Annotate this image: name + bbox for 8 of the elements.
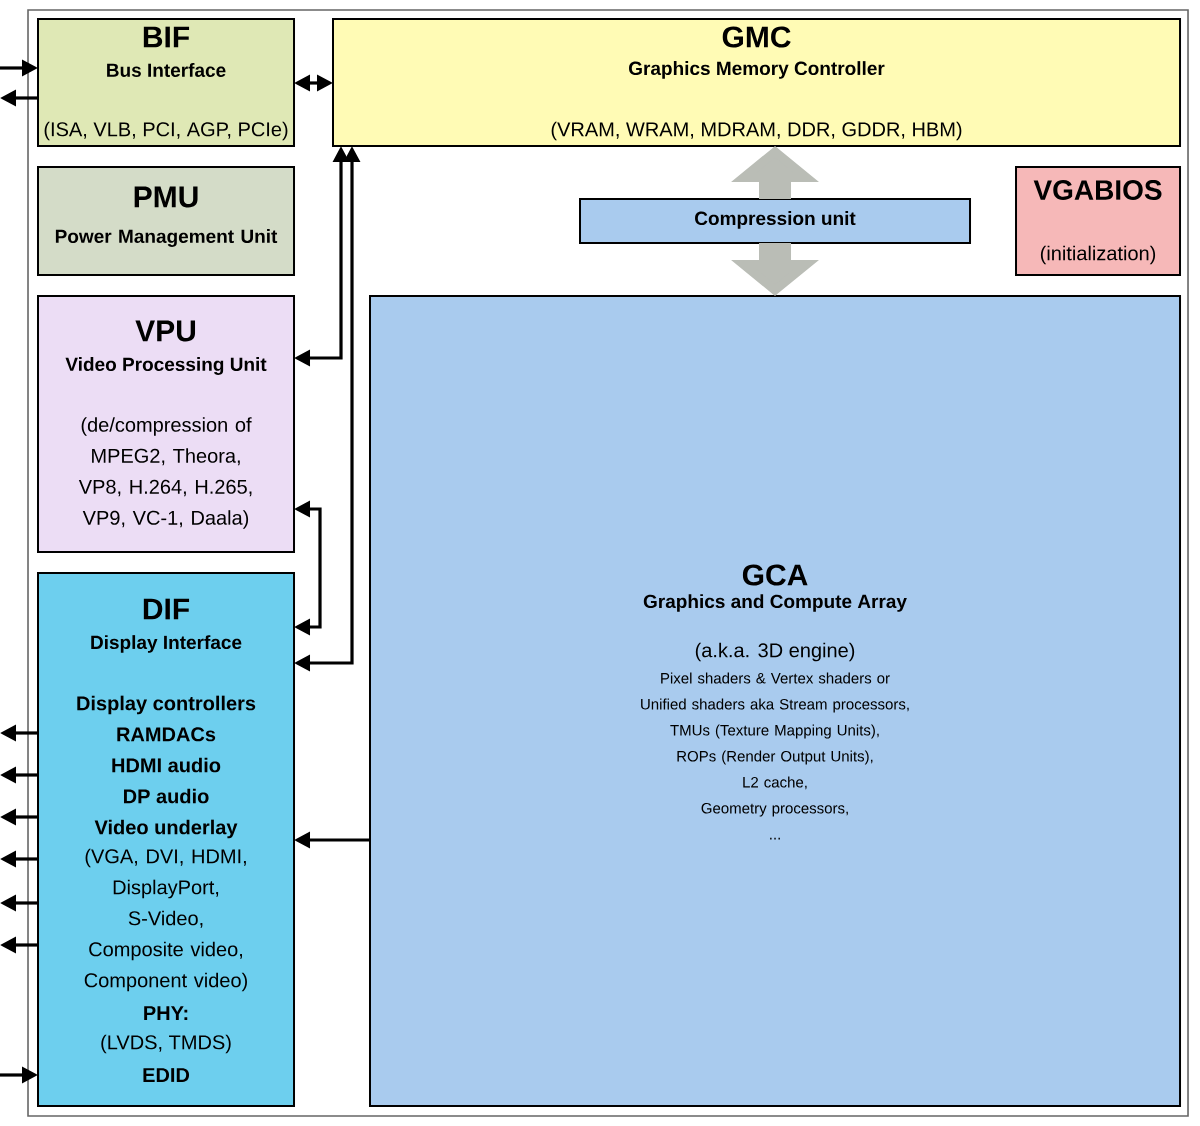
array-block: GCA Graphics and Compute Array (a.k.a. 3D engine) Pixel shaders & Vertex shaders or Unified shaders aka Stream processors, TMUs (Texture Mapping Units), ROPs (Render Output Units), L2 cache, Geometry processors, ... xyxy=(369,295,1181,1107)
unit-block: PMU Power Management Unit xyxy=(37,166,295,276)
unit-block: Compression unit xyxy=(579,198,971,244)
bios-block: VGABIOS (initialization) xyxy=(1015,166,1181,276)
interface-block: DIF Display Interface Display controllers RAMDACs HDMI audio DP audio Video underlay (VGA, DVI, HDMI, DisplayPort, S-Video, Composite video, Component video) PHY: (LVDS, TMDS) EDID xyxy=(37,572,295,1107)
unit-block: VPU Video Processing Unit (de/compression of MPEG2, Theora, VP8, H.264, H.265, VP9, VC-1, Daala) xyxy=(37,295,295,553)
controller-block: GMC Graphics Memory Controller (VRAM, WRAM, MDRAM, DDR, GDDR, HBM) xyxy=(332,18,1181,147)
interface-block: BIF Bus Interface (ISA, VLB, PCI, AGP, PCIe) xyxy=(37,18,295,147)
